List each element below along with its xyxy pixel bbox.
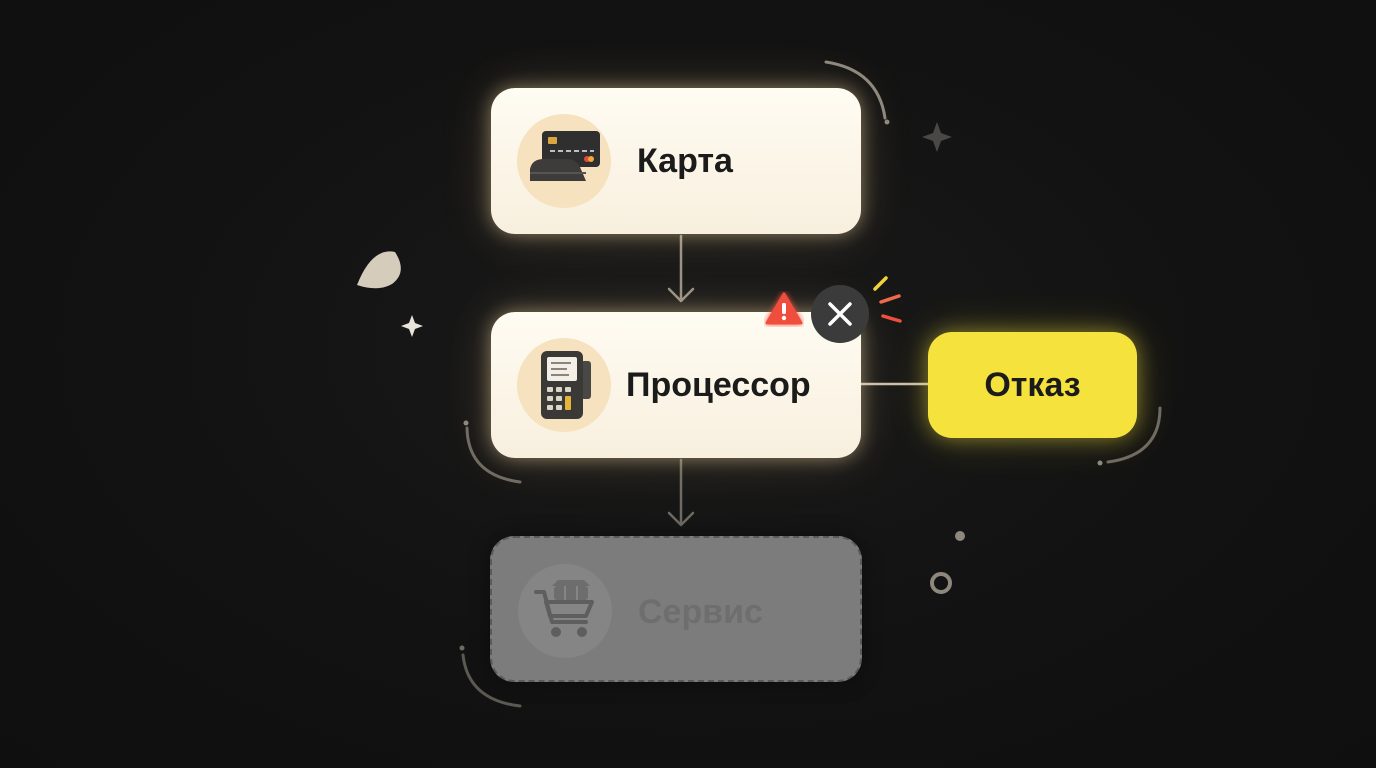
crescent-shape [357, 251, 401, 289]
node-card-label: Карта [637, 142, 733, 180]
edge-card-to-processor [667, 234, 695, 303]
decor-dot [463, 420, 469, 426]
decor-arc [1106, 406, 1162, 464]
decor-arc [465, 426, 522, 484]
node-service[interactable]: Сервис [490, 536, 862, 682]
node-processor[interactable]: Процессор [491, 312, 861, 458]
warning-icon [765, 292, 803, 325]
outcome-decline[interactable]: Отказ [928, 332, 1137, 438]
decor-dot [884, 119, 890, 125]
node-service-label: Сервис [638, 593, 763, 631]
decor-dot [955, 531, 965, 541]
credit-card-icon [517, 114, 611, 208]
node-card[interactable]: Карта [491, 88, 861, 234]
node-processor-label: Процессор [626, 366, 811, 404]
decor-dot [1097, 460, 1103, 466]
outcome-decline-label: Отказ [984, 365, 1081, 404]
decor-dot [459, 645, 465, 651]
sparkle-icon [401, 315, 423, 337]
close-icon [811, 285, 869, 343]
decor-arc [461, 653, 522, 708]
sparkle-icon [922, 122, 952, 152]
decor-ring [930, 572, 952, 594]
edge-processor-to-service [667, 458, 695, 527]
error-burst-icon [873, 276, 902, 323]
shopping-cart-icon [518, 564, 612, 658]
decor-arc [824, 60, 887, 120]
pos-terminal-icon [517, 338, 611, 432]
